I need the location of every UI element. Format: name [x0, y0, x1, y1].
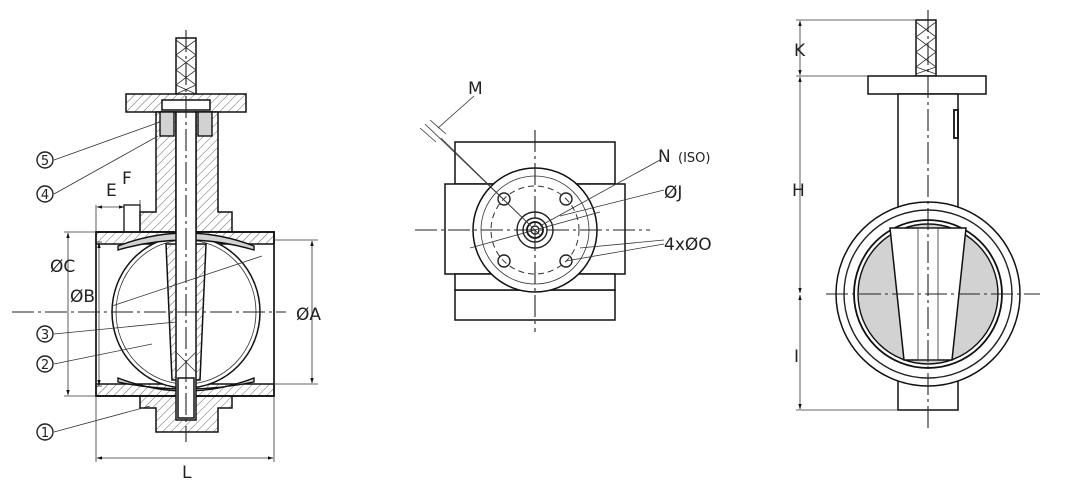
stem-top [915, 19, 937, 77]
svg-text:1: 1 [41, 426, 49, 441]
label-L: L [182, 463, 192, 483]
part-balloon-3: 3 [36, 325, 54, 343]
label-H: H [792, 181, 805, 201]
part-balloon-4: 4 [36, 185, 54, 203]
label-M: M [468, 79, 483, 99]
svg-text:2: 2 [41, 358, 49, 373]
label-J: ØJ [664, 183, 682, 203]
groove-shoulder [123, 204, 141, 233]
part-balloon-5: 5 [36, 151, 54, 169]
part-balloon-1: 1 [36, 423, 54, 441]
label-F: F [122, 169, 132, 189]
bolt-hole [497, 192, 511, 206]
pcd-circle [490, 185, 580, 275]
liner-bottom [117, 376, 255, 392]
label-C: ØC [50, 257, 75, 277]
front-view [796, 10, 1040, 430]
liner-top [117, 232, 255, 251]
bolt-hole [497, 254, 511, 268]
bolt-hole [559, 254, 573, 268]
packing-right [197, 111, 213, 137]
bolt-hole [559, 192, 573, 206]
label-K: K [794, 41, 806, 61]
label-O: 4xØO [664, 235, 712, 255]
label-N: N [658, 147, 671, 167]
label-N-iso: (ISO) [678, 151, 710, 166]
label-I: I [794, 347, 799, 367]
section-view [12, 30, 318, 462]
packing-left [159, 111, 175, 137]
svg-text:5: 5 [41, 154, 49, 169]
label-B: ØB [70, 287, 95, 307]
svg-text:4: 4 [41, 188, 49, 203]
svg-text:3: 3 [41, 328, 49, 343]
label-E: E [106, 181, 117, 201]
top-flange [867, 75, 987, 95]
top-view [415, 95, 665, 332]
part-balloon-2: 2 [36, 355, 54, 373]
label-A: ØA [296, 305, 321, 325]
